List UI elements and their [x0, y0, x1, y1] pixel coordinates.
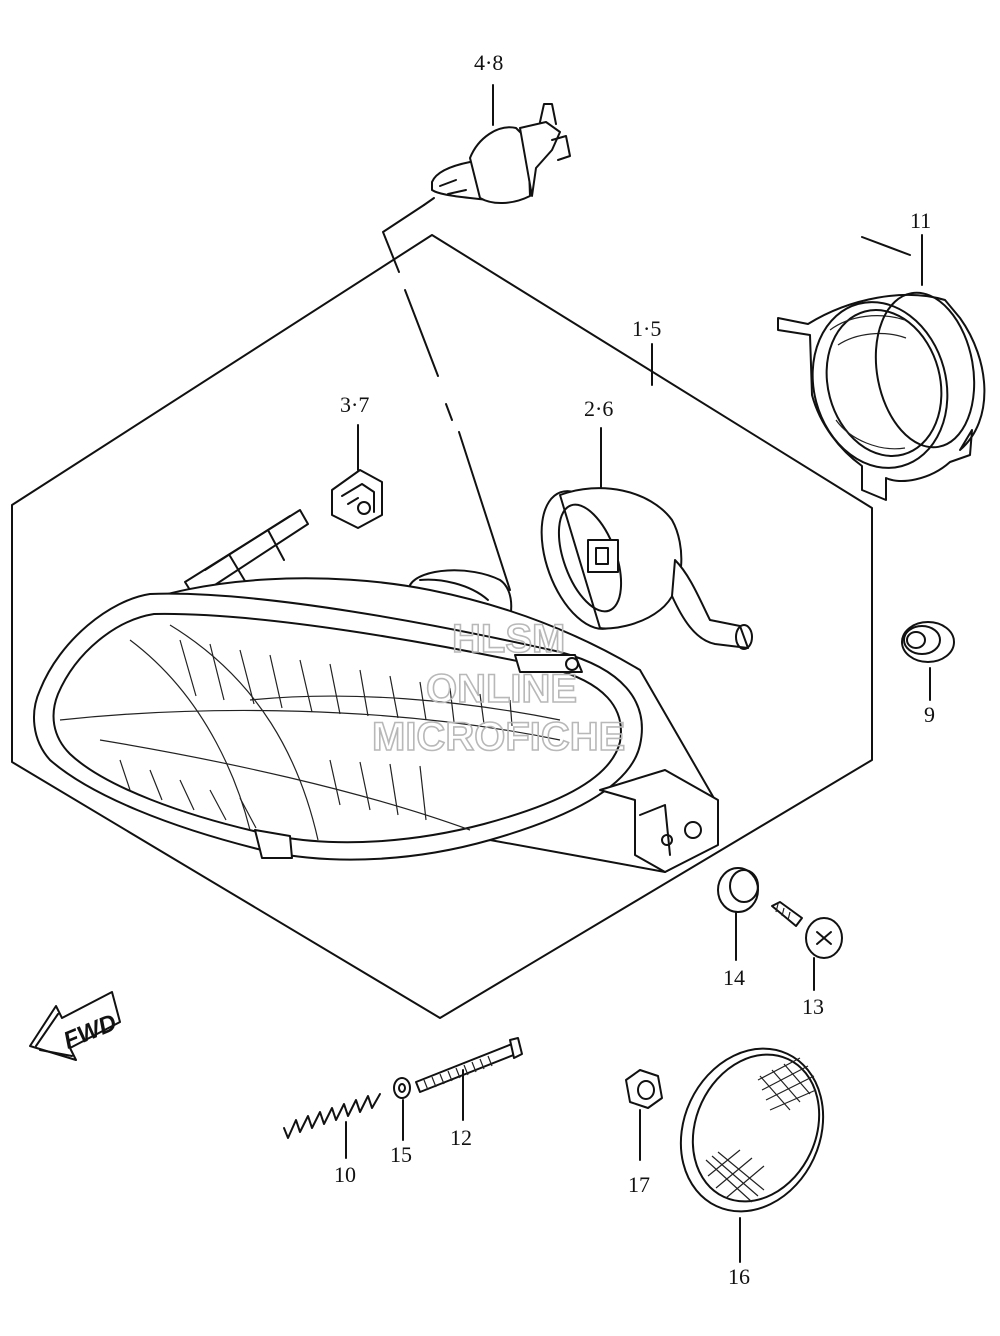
screw-part [771, 901, 843, 991]
clip-part [331, 424, 383, 529]
label-nut: 17 [628, 1172, 650, 1197]
label-screw: 13 [802, 994, 824, 1019]
watermark: HLSM ONLINE MICROFICHE [371, 616, 626, 760]
grommet-part [901, 621, 955, 701]
label-headlight-assy: 1·5 [632, 316, 661, 341]
assembly-boundary [11, 234, 873, 1019]
watermark-line2: ONLINE [426, 667, 577, 711]
nut-part [625, 1069, 663, 1161]
watermark-line3: MICROFICHE [372, 715, 625, 759]
label-bulb: 4·8 [474, 50, 503, 75]
bulb-leader [382, 204, 511, 591]
label-reflector: 16 [728, 1264, 750, 1289]
label-spring: 10 [334, 1162, 356, 1187]
adjust-screw-part [415, 1037, 523, 1121]
label-grommet: 9 [924, 702, 935, 727]
headlight-housing [33, 509, 719, 873]
label-socket: 2·6 [584, 396, 613, 421]
washer-part [393, 1077, 411, 1141]
reflector-part [679, 1047, 825, 1263]
label-washer: 15 [390, 1142, 412, 1167]
cover-part [777, 234, 986, 501]
label-adjust-screw: 12 [450, 1125, 472, 1150]
label-clip: 3·7 [340, 392, 369, 417]
cushion-part [717, 867, 759, 961]
fwd-arrow: FWD [29, 991, 121, 1061]
watermark-line1: HLSM [452, 617, 565, 661]
label-cushion: 14 [723, 965, 745, 990]
socket-part [540, 427, 753, 650]
label-cover: 11 [910, 208, 931, 233]
bulb-part [423, 84, 571, 206]
spring-part [283, 1093, 381, 1159]
